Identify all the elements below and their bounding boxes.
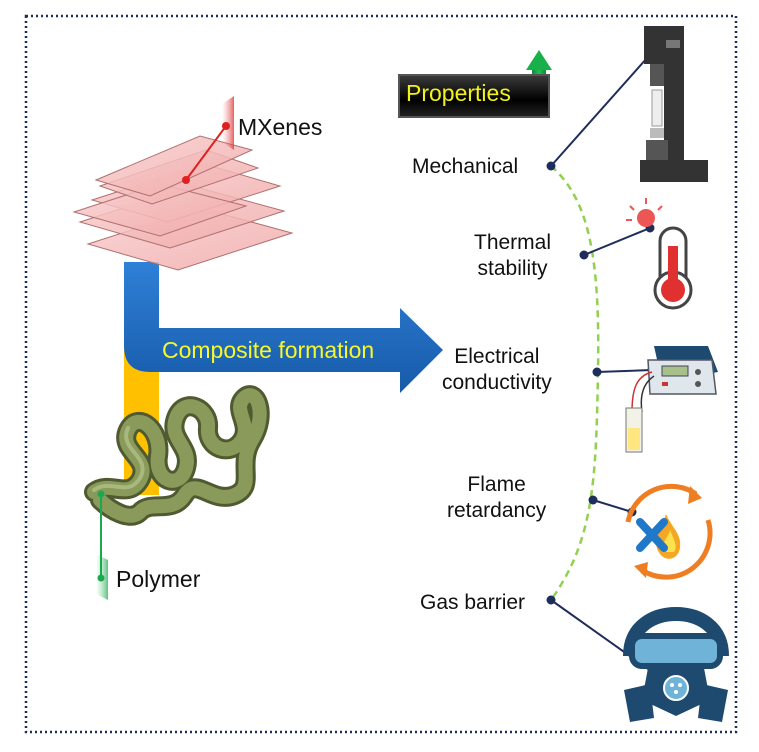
property-line: Gas barrier [420,591,526,614]
dotted-frame [24,14,738,734]
property-mechanical: Mechanical [412,154,518,180]
property-gas-barrier: Gas barrier [420,590,525,616]
thermometer-icon [626,198,693,310]
property-line: Thermal [474,231,552,254]
polymer-label: Polymer [116,566,201,592]
property-flame-retardancy: Flame retardancy [447,472,546,523]
property-line: Electrical [454,345,540,368]
property-line: Flame [467,473,526,496]
polymer-chain-icon [84,385,270,526]
properties-box [398,74,550,118]
property-thermal-stability: Thermal stability [474,230,551,281]
property-curve [549,165,600,601]
composite-formation-label: Composite formation [162,337,375,363]
mxenes-label: MXenes [238,114,323,140]
property-line: Mechanical [412,155,519,178]
conductivity-meter-icon [625,346,718,453]
property-line: conductivity [442,370,552,394]
property-line: retardancy [447,498,547,522]
flame-retardant-icon [625,483,713,580]
property-line: stability [477,256,548,280]
properties-header: Properties [406,80,511,106]
tensile-tester-icon [640,26,708,182]
gas-mask-icon [623,606,729,722]
property-electrical-conductivity: Electrical conductivity [442,344,552,395]
process-pipe [124,262,443,495]
mxene-pointer [182,96,234,184]
mxene-sheets-icon [72,135,294,271]
polymer-pointer [96,490,108,600]
